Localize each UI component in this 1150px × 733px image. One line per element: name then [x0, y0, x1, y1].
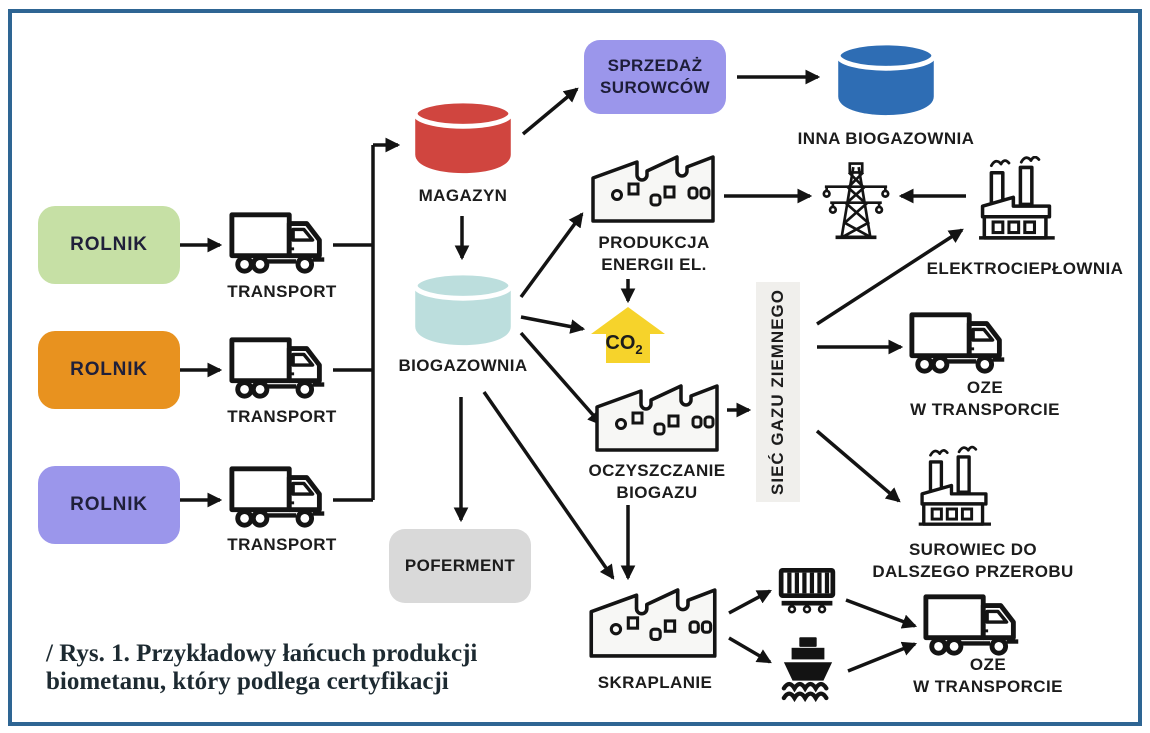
oze-transport-label-2: OZE W TRANSPORCIE: [913, 655, 1063, 696]
oze-transport-label-1: OZE W TRANSPORCIE: [910, 378, 1060, 419]
elektrocieplownia-factory-icon: [979, 156, 1055, 240]
poferment-box: POFERMENT: [389, 529, 531, 603]
sprzedaz-surowcow-box: SPRZEDAŻ SUROWCÓW: [584, 40, 726, 114]
figure-caption: / Rys. 1. Przykładowy łańcuch produkcji …: [46, 640, 478, 695]
co2-label: CO2: [605, 332, 642, 357]
rolnik-label: ROLNIK: [70, 234, 148, 255]
surowiec-label: SUROWIEC DO DALSZEGO PRZEROBU: [872, 540, 1074, 581]
truck-icon: [229, 466, 325, 528]
oczyszczanie-factory-icon: [595, 384, 719, 452]
truck-icon: [229, 212, 325, 274]
diagram-border: [8, 9, 1142, 726]
magazyn-label: MAGAZYN: [418, 186, 508, 205]
siec-gazu-box: SIEĆ GAZU ZIEMNEGO: [756, 282, 800, 502]
elektrocieplownia-label: ELEKTROCIEPŁOWNIA: [926, 259, 1124, 278]
rolnik-box-1: ROLNIK: [38, 206, 180, 284]
inna-biogazownia-label: INNA BIOGAZOWNIA: [797, 129, 975, 148]
transport-label-2: TRANSPORT: [227, 407, 337, 426]
oze-truck-icon-1: [909, 312, 1005, 374]
produkcja-label: PRODUKCJA ENERGII EL.: [598, 233, 710, 274]
rolnik-box-2: ROLNIK: [38, 331, 180, 409]
collector-line: [333, 145, 375, 502]
transport-label-1: TRANSPORT: [227, 282, 337, 301]
biogazownia-cylinder: [412, 270, 514, 346]
magazyn-cylinder: [412, 98, 514, 174]
surowiec-factory-icon: [918, 445, 991, 526]
train-icon: [778, 567, 836, 614]
truck-icon: [229, 337, 325, 399]
ship-icon: [781, 637, 833, 703]
rolnik-label: ROLNIK: [70, 494, 148, 515]
rolnik-label: ROLNIK: [70, 359, 148, 380]
biogazownia-label: BIOGAZOWNIA: [398, 356, 528, 375]
skraplanie-factory-icon: [589, 588, 717, 658]
connector-lines: [180, 69, 966, 673]
oze-truck-icon-2: [923, 594, 1019, 656]
power-tower-icon: [822, 162, 890, 240]
co2-arrow-icon: CO2: [591, 307, 665, 363]
inna-biogazownia-cylinder: [835, 40, 937, 116]
siec-gazu-label: SIEĆ GAZU ZIEMNEGO: [768, 289, 787, 495]
oczyszczanie-label: OCZYSZCZANIE BIOGAZU: [588, 461, 726, 502]
transport-label-3: TRANSPORT: [227, 535, 337, 554]
skraplanie-label: SKRAPLANIE: [597, 673, 713, 692]
produkcja-factory-icon: [591, 155, 715, 223]
rolnik-box-3: ROLNIK: [38, 466, 180, 544]
